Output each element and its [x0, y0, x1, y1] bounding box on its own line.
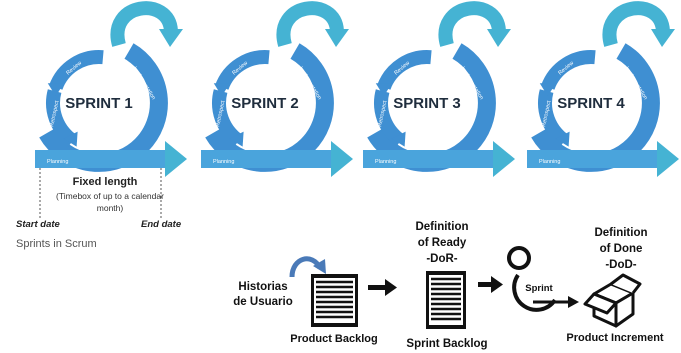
fixed-length-label: Fixed length	[72, 176, 138, 188]
dor-line3: -DoR-	[426, 253, 457, 265]
sprints-caption: Sprints in Scrum	[16, 238, 97, 250]
sprint-loop-arrow	[438, 1, 506, 47]
sprint-loop-arrowhead	[325, 29, 349, 47]
planning-bar	[527, 150, 659, 168]
retrospect-label: Retrospect	[49, 100, 60, 128]
sprint-loop-arrowhead	[487, 29, 511, 47]
dod-line1: Definition	[594, 227, 647, 239]
retrospect-arrowhead	[63, 131, 78, 147]
planning-bar	[363, 150, 495, 168]
sprint-title: SPRINT 3	[393, 95, 461, 112]
review-arc	[541, 50, 596, 91]
product-increment-label: Product Increment	[566, 332, 664, 344]
sprint-loop-arrowhead	[159, 29, 183, 47]
retrospect-arrowhead	[555, 131, 570, 147]
review-arc	[377, 50, 432, 91]
start-date-label: Start date	[16, 219, 60, 230]
intake-arrowhead	[313, 259, 326, 274]
retrospect-label: Retrospect	[541, 100, 552, 128]
dod-line3: -DoD-	[605, 259, 636, 271]
retrospect-arrowhead	[391, 131, 406, 147]
review-arc	[49, 50, 104, 91]
retrospect-arrowhead	[229, 131, 244, 147]
sprint-loop-arrow	[276, 1, 344, 47]
review-arrowhead	[47, 83, 64, 97]
historias-line2: de Usuario	[233, 296, 292, 308]
end-date-label: End date	[141, 219, 182, 230]
planning-label: Planning	[539, 159, 560, 165]
sprint-backlog-label: Sprint Backlog	[406, 338, 487, 350]
flow-arrow-1	[368, 279, 397, 296]
dor-line1: Definition	[415, 221, 468, 233]
planning-label: Planning	[213, 159, 234, 165]
planning-label: Planning	[47, 159, 68, 165]
review-arrowhead	[375, 83, 392, 97]
sprint-loop-arrowhead	[651, 29, 675, 47]
retrospect-label: Retrospect	[215, 100, 226, 128]
planning-bar	[35, 150, 167, 168]
sprint-cycle-icon	[507, 246, 579, 312]
timebox-label: (Timebox of up to a calendar month)	[56, 191, 164, 213]
planning-label: Planning	[375, 159, 396, 165]
sprint-title: SPRINT 2	[231, 95, 299, 112]
planning-arrowhead	[331, 141, 353, 177]
product-backlog-label: Product Backlog	[290, 333, 377, 345]
planning-bar	[201, 150, 333, 168]
sprint-word-label: Sprint	[525, 283, 553, 294]
sprint-title: SPRINT 4	[557, 95, 625, 112]
dod-line2: of Done	[600, 243, 643, 255]
review-arc	[215, 50, 270, 91]
sprint-title: SPRINT 1	[65, 95, 133, 112]
dor-line2: of Ready	[418, 237, 467, 249]
review-arrowhead	[539, 83, 556, 97]
review-arrowhead	[213, 83, 230, 97]
product-backlog-icon	[311, 274, 358, 327]
planning-arrowhead	[493, 141, 515, 177]
flow-arrow-2	[478, 276, 503, 293]
sprint-loop-arrow	[110, 1, 178, 47]
planning-arrowhead	[657, 141, 679, 177]
sprint-backlog-icon	[426, 271, 466, 329]
product-increment-box-icon	[583, 273, 642, 328]
historias-line1: Historias	[238, 281, 287, 293]
sprint-loop-arrow	[602, 1, 670, 47]
retrospect-label: Retrospect	[377, 100, 388, 128]
planning-arrowhead	[165, 141, 187, 177]
